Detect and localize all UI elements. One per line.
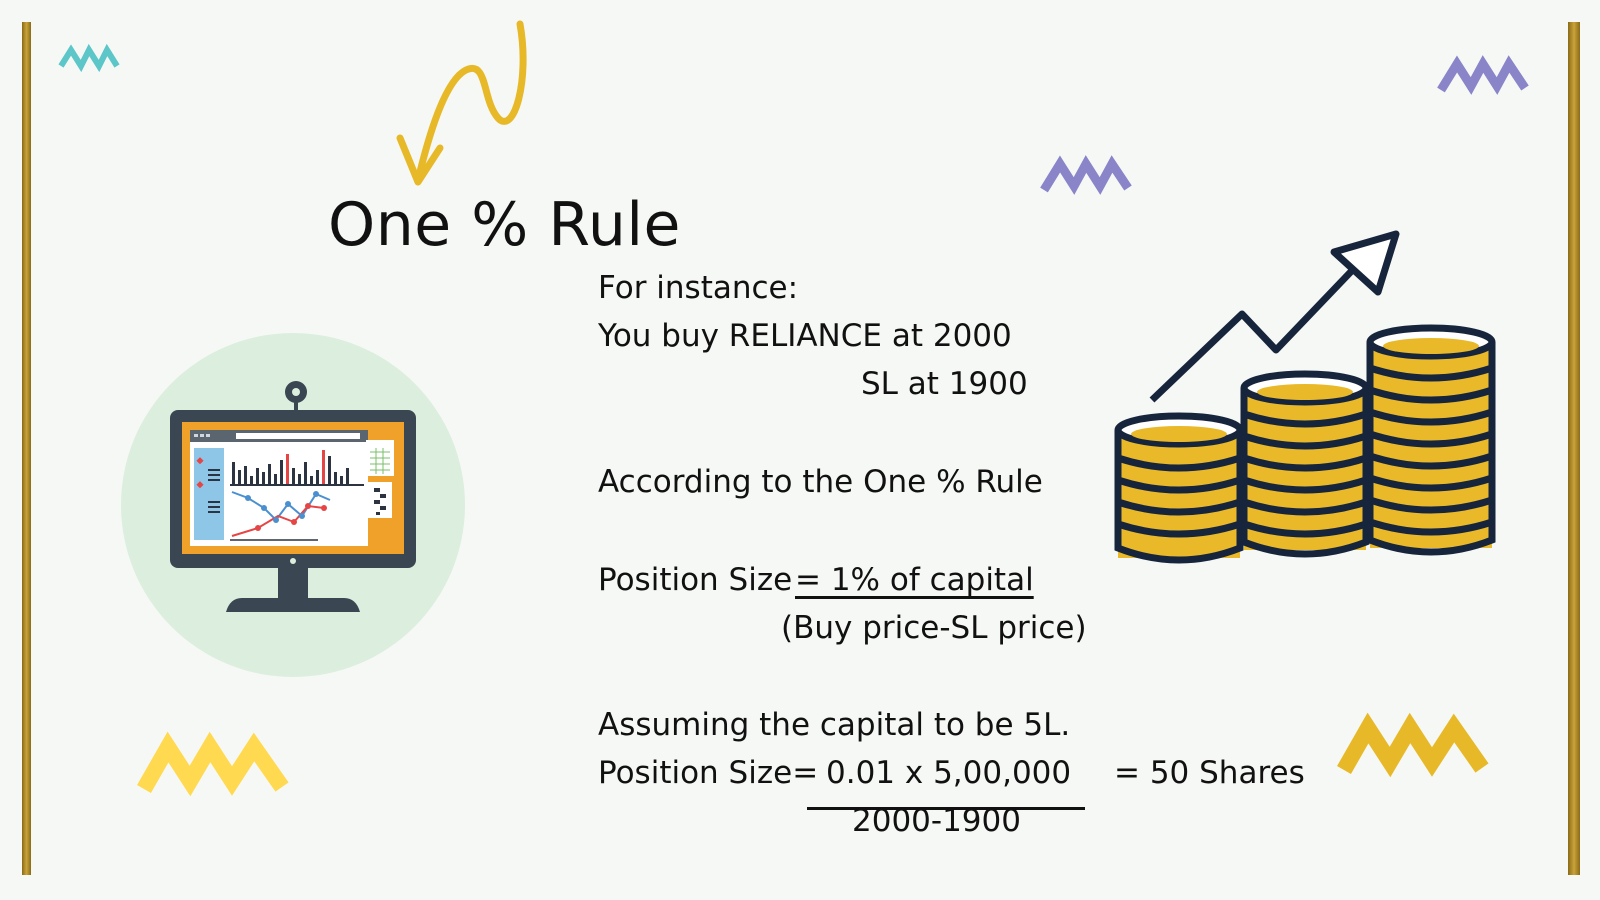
position-size-2-numerator: 0.01 x 5,00,000 <box>826 755 1072 791</box>
coin-stacks-growth-icon <box>1114 230 1496 564</box>
fraction-bar <box>807 807 1085 810</box>
purple-zigzag-center-icon <box>1040 155 1132 195</box>
position-size-denominator: (Buy price-SL price) <box>781 610 1087 646</box>
right-gold-bar <box>1568 22 1580 875</box>
yellow-zigzag-bottom-left-icon <box>137 731 289 797</box>
purple-zigzag-top-right-icon <box>1437 55 1529 95</box>
yellow-zigzag-bottom-right-icon <box>1337 712 1489 778</box>
buy-text: You buy RELIANCE at 2000 <box>598 318 1012 354</box>
page-title: One % Rule <box>328 190 681 260</box>
for-instance-text: For instance: <box>598 270 799 306</box>
monitor-chart-icon <box>121 333 465 677</box>
position-size-label: Position Size <box>598 562 793 598</box>
position-size-2-result: = 50 Shares <box>1114 755 1305 791</box>
assuming-text: Assuming the capital to be 5L. <box>598 707 1071 743</box>
position-size-numerator: = 1% of capital <box>795 562 1034 598</box>
position-size-2-label: Position Size= <box>598 755 819 791</box>
curly-arrow-icon <box>396 20 527 186</box>
according-text: According to the One % Rule <box>598 464 1043 500</box>
teal-zigzag-icon <box>58 43 120 73</box>
position-size-2-denominator: 2000-1900 <box>852 803 1021 839</box>
sl-text: SL at 1900 <box>861 366 1028 402</box>
left-gold-bar <box>22 22 31 875</box>
